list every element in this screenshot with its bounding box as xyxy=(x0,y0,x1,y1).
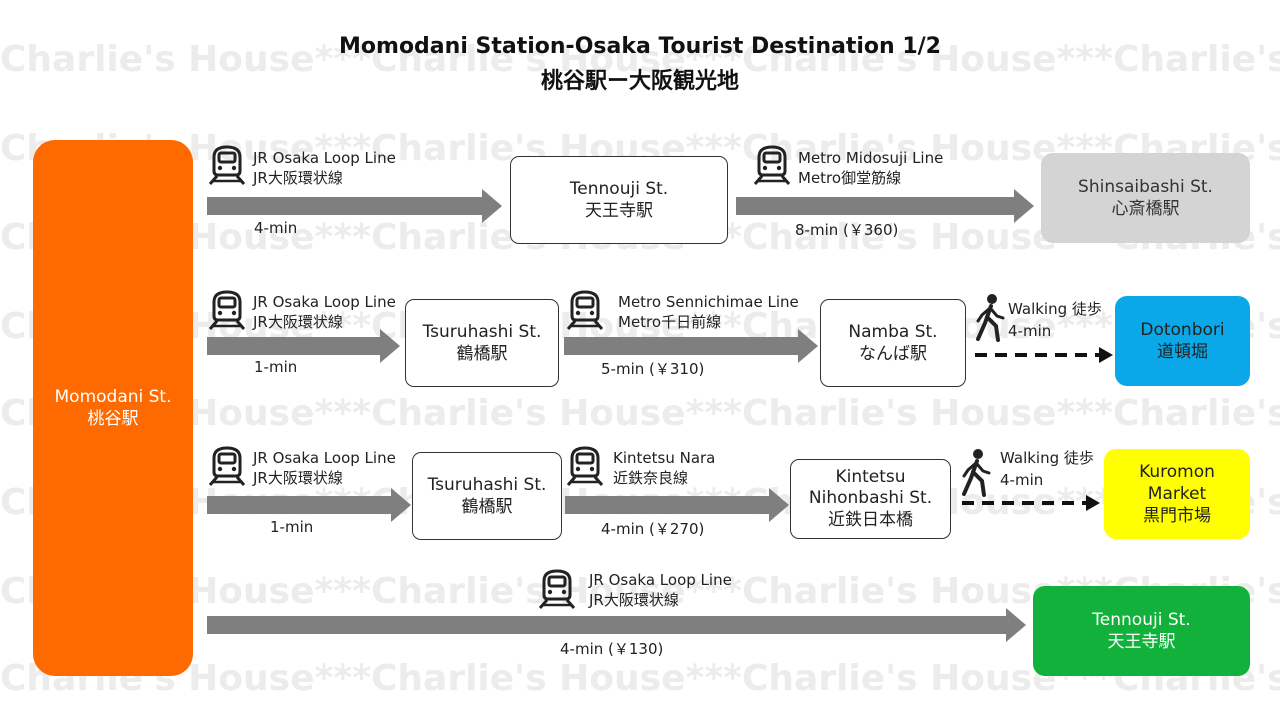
walking-time: 4-min xyxy=(1000,471,1044,489)
origin-name-ja: 桃谷駅 xyxy=(87,409,139,429)
travel-time: 8-min (￥360) xyxy=(795,221,899,239)
station-box-tennouji: Tennouji St.天王寺駅 xyxy=(510,156,728,244)
destination-box-shinsaibashi: Shinsaibashi St.心斎橋駅 xyxy=(1041,153,1250,243)
train-icon xyxy=(566,290,604,330)
walking-dashed-arrow-head xyxy=(1099,347,1113,363)
train-icon xyxy=(208,145,246,185)
walking-person-icon xyxy=(976,294,1005,342)
train-icon xyxy=(753,145,791,185)
page-title: Momodani Station-Osaka Tourist Destinati… xyxy=(339,34,941,59)
walking-person-icon xyxy=(962,449,991,497)
watermark-row: Charlie's House***Charlie's House***Char… xyxy=(0,396,1280,432)
travel-time: 4-min (￥270) xyxy=(601,520,705,538)
travel-time: 1-min xyxy=(270,518,314,536)
route-arrow xyxy=(564,329,818,363)
walking-dashed-arrow-head xyxy=(1086,495,1100,511)
travel-time: 5-min (￥310) xyxy=(601,360,705,378)
train-icon xyxy=(538,569,576,609)
walking-time: 4-min xyxy=(1008,322,1052,340)
origin-name-en: Momodani St. xyxy=(54,386,172,407)
destination-box-tennouji: Tennouji St.天王寺駅 xyxy=(1033,586,1250,676)
route-arrow xyxy=(207,488,411,522)
origin-station-box: Momodani St. 桃谷駅 xyxy=(33,140,193,676)
train-icon xyxy=(208,290,246,330)
walking-label: Walking 徒歩 xyxy=(1008,300,1102,318)
route-arrow xyxy=(207,329,400,363)
route-arrow xyxy=(207,189,502,223)
route-arrow xyxy=(736,189,1034,223)
travel-time: 4-min (￥130) xyxy=(560,640,664,658)
walking-label: Walking 徒歩 xyxy=(1000,449,1094,467)
route-arrow xyxy=(207,608,1026,642)
station-box-namba: Namba St.なんば駅 xyxy=(820,299,966,387)
walking-dashed-arrow xyxy=(962,501,1086,505)
watermark-row: Charlie's House***Charlie's House***Char… xyxy=(0,42,1280,78)
station-box-tsuruhashi: Tsuruhashi St.鶴橋駅 xyxy=(405,299,559,387)
walking-dashed-arrow xyxy=(975,353,1099,357)
train-icon xyxy=(208,446,246,486)
page-subtitle: 桃谷駅ー大阪観光地 xyxy=(540,69,739,94)
route-arrow xyxy=(565,488,789,522)
travel-time: 1-min xyxy=(254,358,298,376)
station-box-tsuruhashi: Tsuruhashi St.鶴橋駅 xyxy=(412,452,562,540)
train-icon xyxy=(566,446,604,486)
travel-time: 4-min xyxy=(254,219,298,237)
